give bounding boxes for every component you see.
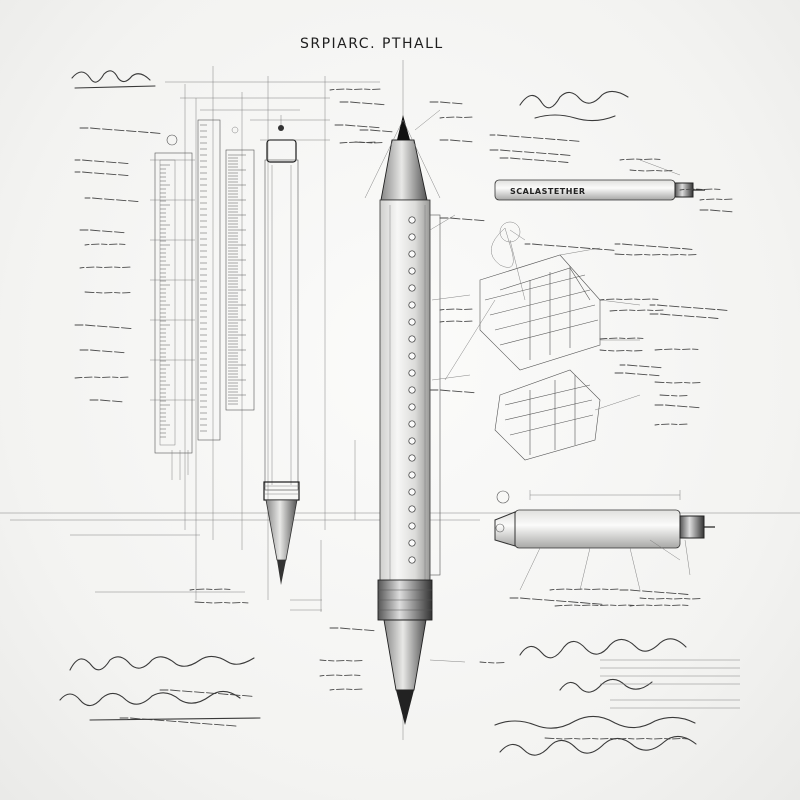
detail-tube: SCALASTETHER xyxy=(494,179,705,201)
pencil-hole-column xyxy=(408,216,416,564)
lower-tube xyxy=(494,490,715,549)
scale-ticks xyxy=(160,124,246,438)
callout-leaders xyxy=(150,109,691,663)
detail-tube-label: SCALASTETHER xyxy=(510,187,586,196)
main-pencil xyxy=(364,115,441,725)
slim-pen xyxy=(263,115,300,585)
mechanism-sketch-upper xyxy=(479,221,601,371)
mechanism-sketch-lower xyxy=(494,369,601,461)
cursive-notes xyxy=(59,70,697,756)
left-scale-panel xyxy=(154,119,255,480)
drawing-title: SRPIARC. PTHALL xyxy=(300,36,444,52)
underline-rules xyxy=(600,659,740,709)
